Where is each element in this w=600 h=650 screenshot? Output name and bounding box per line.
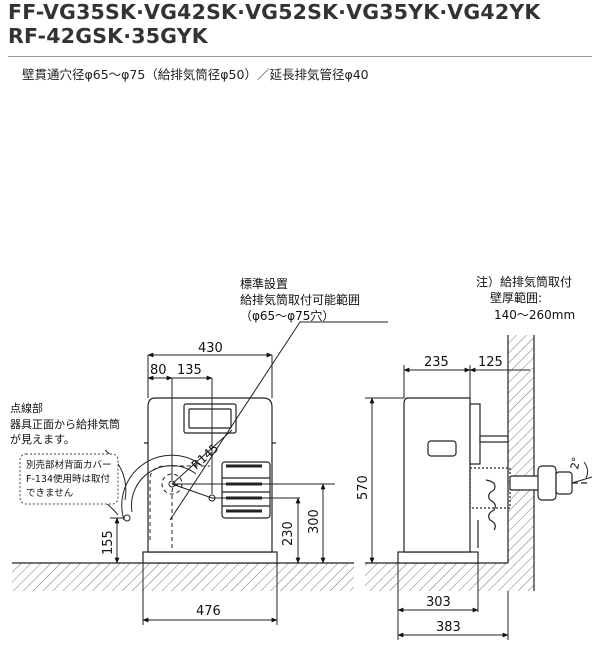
side-view-heater [397, 397, 590, 564]
dim-570: 570 [356, 475, 371, 500]
cover-note-line2: F-134使用時は取付 [26, 473, 111, 485]
dim-125: 125 [478, 355, 503, 370]
wall-note-line1: 注）給排気筒取付 [476, 274, 572, 289]
header-divider [8, 56, 592, 57]
dim-230: 230 [281, 521, 296, 546]
dim-80: 80 [150, 363, 167, 378]
dim-155: 155 [101, 530, 116, 555]
cover-note-box [19, 453, 119, 505]
standard-install-label: 標準設置 [240, 276, 288, 291]
front-view-heater [142, 397, 278, 564]
dim-383: 383 [436, 620, 461, 635]
dim-430: 430 [198, 341, 223, 356]
slope-angle-indicator [571, 461, 593, 484]
dim-476: 476 [196, 604, 221, 619]
side-wall [507, 335, 535, 591]
side-floor [365, 562, 508, 591]
dim-300: 300 [307, 509, 322, 534]
model-title-line1: FF-VG35SK·VG42SK·VG52SK·VG35YK·VG42YK [8, 0, 541, 24]
wiring-note-line2: 器具正面から給排気筒 [10, 417, 120, 431]
front-dimension-lines [110, 352, 335, 625]
front-floor [12, 562, 354, 591]
dim-303: 303 [426, 595, 451, 610]
dim-235: 235 [424, 355, 449, 370]
wall-note-line3: 140～260mm [494, 308, 575, 322]
pipe-spec-text: 壁貫通穴径φ65～φ75（給排気筒径φ50）／延長排気管径φ40 [22, 67, 369, 82]
wiring-note-line3: が見えます。 [10, 432, 75, 446]
hole-range-label: （φ65～φ75穴） [240, 308, 334, 323]
model-title-line2: RF-42GSK·35GYK [8, 24, 208, 48]
side-dimension-lines [365, 365, 530, 640]
pipe-range-label: 給排気筒取付可能範囲 [240, 292, 360, 307]
dim-135: 135 [177, 363, 202, 378]
cover-note-line3: できません [26, 488, 73, 499]
cover-note-line1: 別売部材背面カバー [26, 459, 112, 471]
pipe-range-arc [121, 429, 233, 522]
wiring-note-line1: 点線部 [10, 401, 43, 415]
angle-label: 2° [568, 456, 583, 471]
wall-note-line2: 壁厚範囲: [490, 290, 542, 305]
